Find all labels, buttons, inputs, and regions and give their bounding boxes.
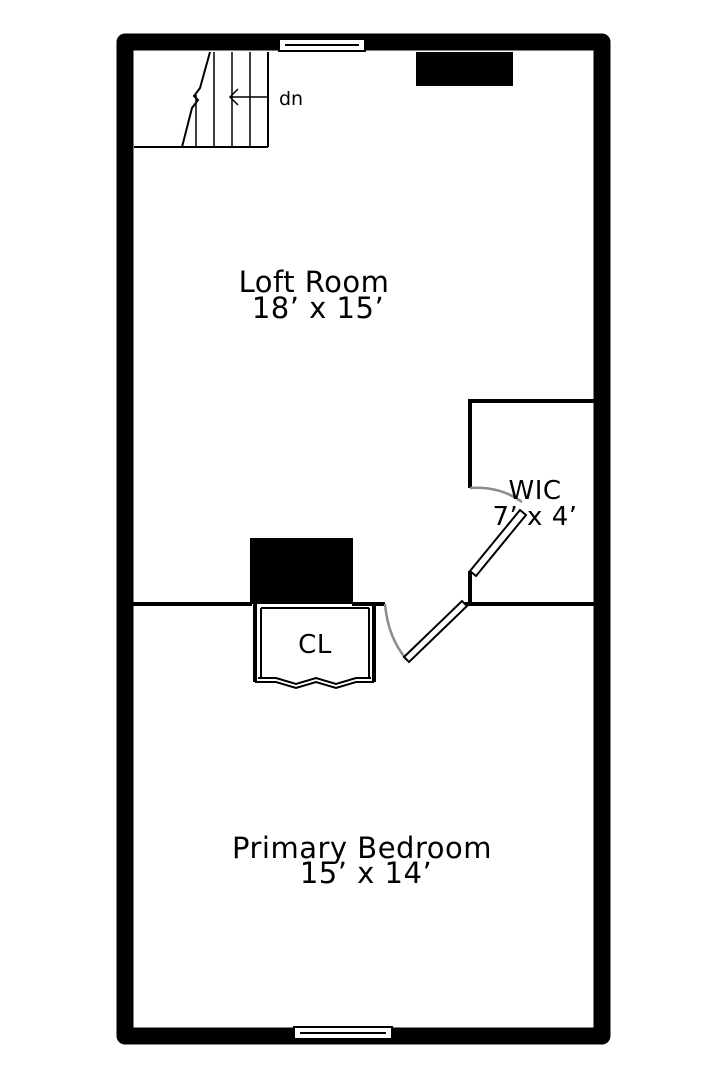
closet-outline [260, 607, 370, 678]
loft-room-name: Loft Room [239, 265, 390, 299]
window-icon [293, 1026, 393, 1040]
stairs-icon [134, 51, 269, 148]
stairs-direction-label: dn [279, 88, 303, 110]
window-icon [278, 38, 366, 52]
chimney-block [416, 52, 513, 86]
closet-block [250, 538, 353, 604]
closet-name: CL [298, 630, 332, 660]
primary-bedroom-name: Primary Bedroom [232, 831, 492, 865]
primary-bedroom-size: 15’ x 14’ [300, 856, 432, 890]
door-icon [468, 486, 528, 578]
loft-room-size: 18’ x 15’ [252, 291, 384, 325]
interior-walls [133, 399, 594, 682]
wic-name: WIC [508, 476, 561, 506]
door-icon [383, 599, 469, 664]
bifold-door-icon [255, 676, 374, 690]
wic-size: 7’ x 4’ [492, 502, 577, 532]
exterior-walls [116, 33, 611, 1045]
